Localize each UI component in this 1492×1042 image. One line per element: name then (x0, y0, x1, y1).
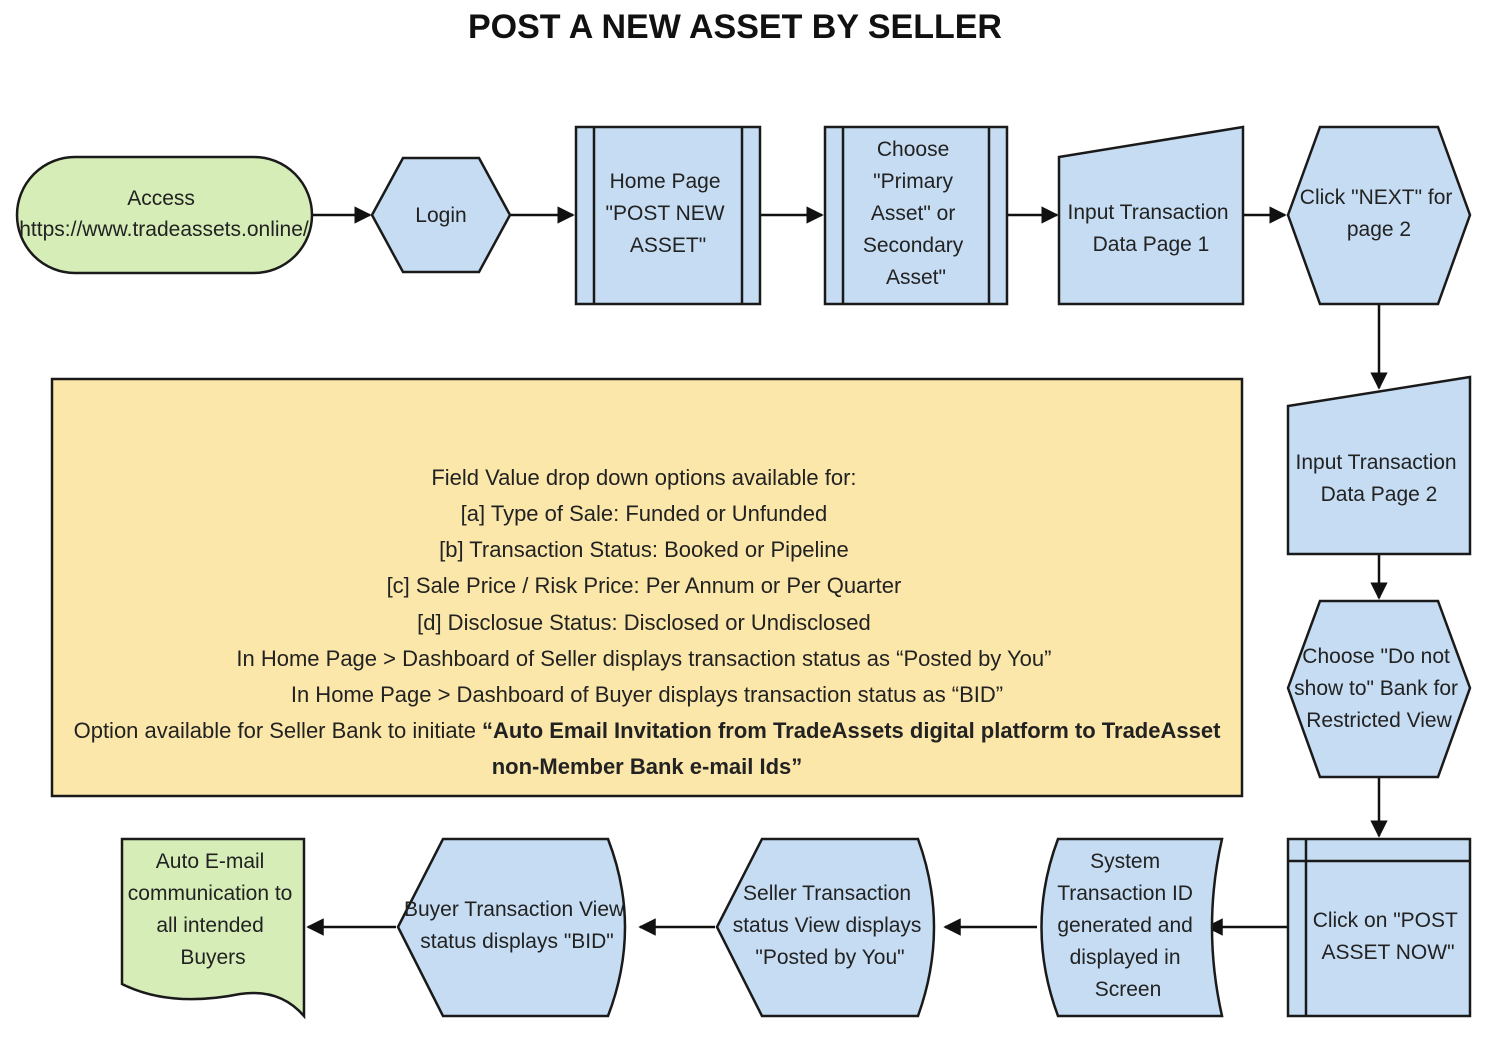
node-buyer-view: Buyer Transaction View status displays "… (396, 837, 630, 1018)
note-line-5: [d] Disclosue Status: Disclosed or Undis… (417, 610, 871, 635)
system-line-2: Transaction ID (1057, 882, 1193, 905)
node-choose-do-not-show-label: Choose "Do not show to" Bank for Restric… (1294, 645, 1464, 732)
input2-line-2: Data Page 2 (1321, 483, 1438, 506)
node-choose-do-not-show: Choose "Do not show to" Bank for Restric… (1286, 599, 1472, 779)
seller-line-3: "Posted by You" (755, 946, 904, 969)
node-auto-email-label: Auto E-mail communication to all intende… (128, 850, 298, 969)
node-input-page-1-label: Input Transaction Data Page 1 (1068, 201, 1235, 256)
node-click-post: Click on "POST ASSET NOW" (1286, 837, 1472, 1018)
node-auto-email: Auto E-mail communication to all intende… (120, 837, 306, 1020)
note-line-1: Field Value drop down options available … (431, 465, 856, 490)
diagram-title: POST A NEW ASSET BY SELLER (468, 8, 1002, 46)
choose-line-1: Choose (877, 138, 949, 161)
hexagon-shape (370, 156, 512, 274)
note-option-line: Option available for Seller Bank to init… (74, 718, 1221, 743)
node-seller-view-label: Seller Transaction status View displays … (733, 882, 928, 969)
node-choose-asset: Choose "Primary Asset" or Secondary Asse… (823, 125, 1009, 306)
node-choose-asset-label: Choose "Primary Asset" or Secondary Asse… (863, 138, 969, 289)
node-click-next: Click "NEXT" for page 2 (1286, 125, 1472, 306)
buyer-line-2: status displays "BID" (420, 930, 613, 953)
seller-line-2: status View displays (733, 914, 922, 937)
seller-line-1: Seller Transaction (743, 882, 911, 905)
node-input-page-2: Input Transaction Data Page 2 (1286, 375, 1472, 556)
display-shape (715, 837, 936, 1018)
note-option-line-2: non-Member Bank e-mail Ids” (492, 754, 803, 779)
system-line-3: generated and (1057, 914, 1192, 937)
access-line-2: https://www.tradeassets.online/ (19, 218, 309, 241)
note-box: Field Value drop down options available … (50, 377, 1244, 798)
node-click-post-label: Click on "POST ASSET NOW" (1313, 909, 1464, 964)
display-shape (396, 837, 627, 1018)
note-line-7: In Home Page > Dashboard of Buyer displa… (291, 682, 1003, 707)
home-line-3: ASSET" (630, 234, 706, 257)
system-line-4: displayed in (1070, 946, 1181, 969)
hexagon-shape (1286, 599, 1472, 779)
input1-line-1: Input Transaction (1068, 201, 1229, 224)
login-line-1: Login (415, 204, 466, 227)
node-home-page-label: Home Page "POST NEW ASSET" (606, 170, 731, 257)
node-access-label: Access https://www.tradeassets.online/ (19, 187, 309, 241)
choose-line-4: Secondary (863, 234, 964, 257)
node-input-page-1: Input Transaction Data Page 1 (1057, 125, 1245, 306)
buyer-line-1: Buyer Transaction View (404, 898, 625, 921)
edges (306, 206, 1388, 936)
note-option-prefix: Option available for Seller Bank to init… (74, 718, 482, 743)
manual-input-shape (1057, 125, 1245, 306)
internal-storage-shape (1286, 837, 1472, 1018)
email-line-4: Buyers (180, 946, 245, 969)
stored-data-shape (1040, 837, 1224, 1018)
hexagon-shape (1286, 125, 1472, 306)
email-line-1: Auto E-mail (156, 850, 265, 873)
node-buyer-view-label: Buyer Transaction View status displays "… (404, 898, 630, 953)
home-line-1: Home Page (610, 170, 721, 193)
post-line-2: ASSET NOW" (1321, 941, 1454, 964)
system-line-1: System (1090, 850, 1160, 873)
node-system-id: System Transaction ID generated and disp… (1040, 837, 1224, 1018)
show-line-3: Restricted View (1306, 709, 1452, 732)
note-text: Field Value drop down options available … (236, 465, 1057, 707)
note-line-3: [b] Transaction Status: Booked or Pipeli… (439, 537, 849, 562)
note-line-2: [a] Type of Sale: Funded or Unfunded (461, 501, 828, 526)
input2-line-1: Input Transaction (1296, 451, 1457, 474)
terminal-shape (15, 155, 314, 275)
choose-line-5: Asset" (886, 266, 946, 289)
node-access: Access https://www.tradeassets.online/ (15, 155, 314, 275)
choose-line-2: "Primary (873, 170, 953, 193)
next-line-1: Click "NEXT" for (1300, 186, 1453, 209)
system-line-5: Screen (1095, 978, 1162, 1001)
home-line-2: "POST NEW (606, 202, 725, 225)
manual-input-shape (1286, 375, 1472, 556)
node-home-page: Home Page "POST NEW ASSET" (574, 125, 762, 306)
note-line-4: [c] Sale Price / Risk Price: Per Annum o… (387, 573, 902, 598)
note-option-bold: “Auto Email Invitation from TradeAssets … (482, 718, 1221, 743)
node-seller-view: Seller Transaction status View displays … (715, 837, 936, 1018)
node-click-next-label: Click "NEXT" for page 2 (1300, 186, 1458, 241)
note-background (50, 377, 1244, 798)
show-line-1: Choose "Do not (1302, 645, 1450, 668)
note-line-6: In Home Page > Dashboard of Seller displ… (236, 646, 1051, 671)
node-system-id-label: System Transaction ID generated and disp… (1057, 850, 1199, 1001)
node-login-label: Login (415, 204, 466, 227)
email-line-2: communication to (128, 882, 293, 905)
email-line-3: all intended (156, 914, 263, 937)
next-line-2: page 2 (1347, 218, 1411, 241)
choose-line-3: Asset" or (871, 202, 955, 225)
note-option-bold-2: non-Member Bank e-mail Ids” (492, 754, 803, 779)
node-input-page-2-label: Input Transaction Data Page 2 (1296, 451, 1463, 506)
subprocess-shape (574, 125, 762, 306)
post-line-1: Click on "POST (1313, 909, 1458, 932)
input1-line-2: Data Page 1 (1093, 233, 1210, 256)
access-line-1: Access (127, 187, 195, 210)
document-shape (120, 837, 306, 1020)
subprocess-shape (823, 125, 1009, 306)
node-login: Login (370, 156, 512, 274)
show-line-2: show to" Bank for (1294, 677, 1458, 700)
